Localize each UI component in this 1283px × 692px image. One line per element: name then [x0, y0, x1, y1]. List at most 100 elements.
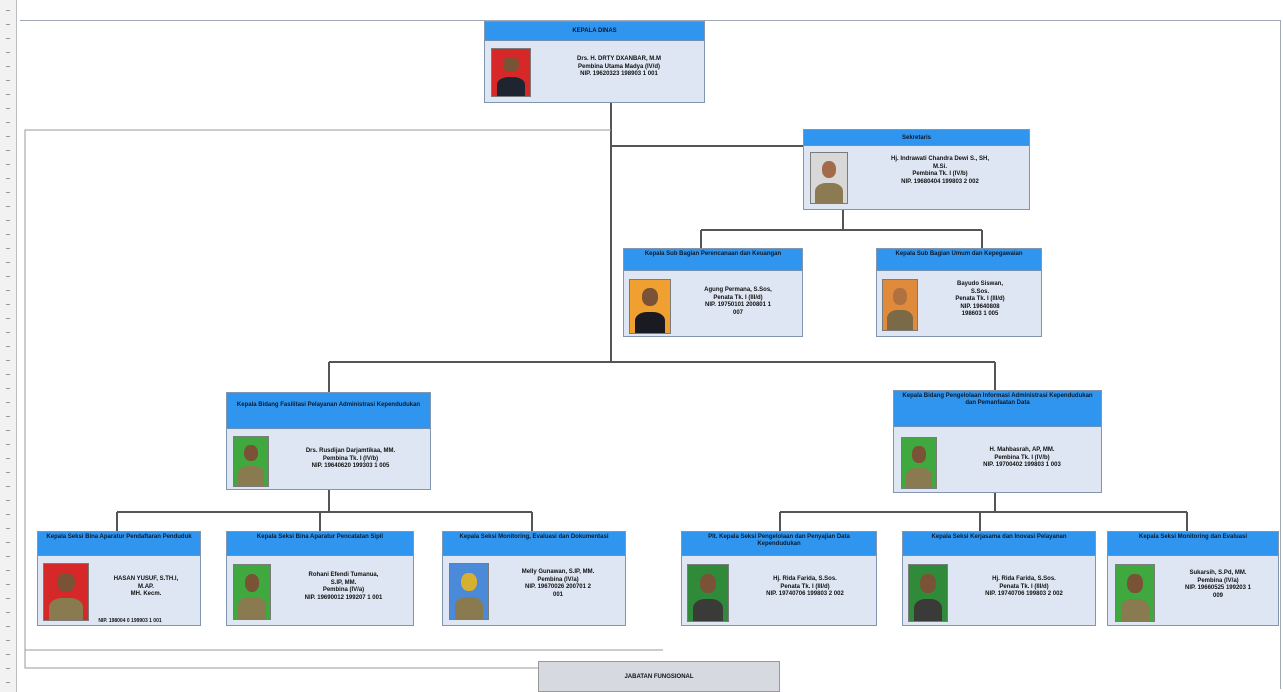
avatar	[43, 563, 89, 621]
ruler-tick	[6, 402, 10, 403]
ruler-tick	[6, 24, 10, 25]
ruler-tick	[6, 80, 10, 81]
node-title: Kepala Bidang Fasilitasi Pelayanan Admin…	[227, 393, 430, 429]
node-footer: NIP. 198004 0 199903 1 001	[98, 618, 162, 624]
node-kepala-dinas[interactable]: KEPALA DINAS Drs. H. DRTY DXANBAR, M.M P…	[484, 21, 705, 103]
ruler-tick	[6, 136, 10, 137]
ruler-tick	[6, 66, 10, 67]
ruler-tick	[6, 472, 10, 473]
ruler-tick	[6, 360, 10, 361]
avatar	[233, 436, 269, 487]
sheet-border	[20, 20, 1281, 689]
node-title: Kepala Sub Bagian Perencanaan dan Keuang…	[624, 249, 802, 271]
node-info: Hj. Indrawati Chandra Dewi S., SH, M.Si.…	[890, 156, 990, 185]
ruler-tick	[6, 10, 10, 11]
ruler-tick	[6, 668, 10, 669]
ruler-tick	[6, 388, 10, 389]
node-seksi-bina-pencatatan[interactable]: Kepala Seksi Bina Aparatur Pencatatan Si…	[226, 531, 414, 626]
ruler-tick	[6, 276, 10, 277]
ruler-tick	[6, 458, 10, 459]
node-info: Hj. Rida Farida, S.Sos. Penata Tk. I (II…	[766, 576, 844, 597]
ruler-tick	[6, 500, 10, 501]
ruler-tick	[6, 178, 10, 179]
node-info: Agung Permana, S.Sos, Penata Tk. I (III/…	[704, 287, 772, 316]
ruler-tick	[6, 556, 10, 557]
node-title: Kepala Seksi Kerjasama dan Inovasi Pelay…	[903, 532, 1095, 556]
ruler-tick	[6, 122, 10, 123]
ruler-tick	[6, 570, 10, 571]
ruler-tick	[6, 150, 10, 151]
node-seksi-bina-pendaftaran[interactable]: Kepala Seksi Bina Aparatur Pendaftaran P…	[37, 531, 201, 626]
ruler-tick	[6, 416, 10, 417]
ruler-tick	[6, 234, 10, 235]
ruler-tick	[6, 220, 10, 221]
ruler-tick	[6, 626, 10, 627]
node-seksi-kerjasama-inovasi[interactable]: Kepala Seksi Kerjasama dan Inovasi Pelay…	[902, 531, 1096, 626]
node-bidang-pengelolaan[interactable]: Kepala Bidang Pengelolaan Informasi Admi…	[893, 390, 1102, 493]
ruler-tick	[6, 514, 10, 515]
node-seksi-monitoring-evaluasi[interactable]: Kepala Seksi Monitoring dan Evaluasi Suk…	[1107, 531, 1279, 626]
ruler-tick	[6, 584, 10, 585]
node-title: Sekretaris	[804, 130, 1029, 146]
ruler-tick	[6, 374, 10, 375]
avatar	[901, 437, 937, 489]
avatar	[908, 564, 948, 622]
ruler-tick	[6, 318, 10, 319]
node-info: HASAN YUSUF, S.TH.I, M.AP. MH. Kecm.	[113, 576, 179, 597]
ruler-tick	[6, 654, 10, 655]
node-jabatan-fungsional[interactable]: JABATAN FUNGSIONAL	[538, 661, 780, 692]
node-info: Sukarsih, S.Pd, MM. Pembina (IV/a) NIP. …	[1185, 570, 1251, 599]
node-title: Kepala Bidang Pengelolaan Informasi Admi…	[894, 391, 1101, 427]
node-info: Melly Gunawan, S.IP, MM. Pembina (IV/a) …	[521, 569, 595, 598]
avatar	[687, 564, 729, 622]
node-title: KEPALA DINAS	[485, 22, 704, 41]
ruler-tick	[6, 430, 10, 431]
node-title: Plt. Kepala Seksi Pengelolaan dan Penyaj…	[682, 532, 876, 556]
ruler-tick	[6, 640, 10, 641]
node-seksi-pengelolaan-data[interactable]: Plt. Kepala Seksi Pengelolaan dan Penyaj…	[681, 531, 877, 626]
ruler-tick	[6, 682, 10, 683]
node-info: Bayudo Siswan, S.Sos. Penata Tk. I (III/…	[955, 281, 1005, 317]
node-info: Drs. H. DRTY DXANBAR, M.M Pembina Utama …	[577, 56, 661, 77]
ruler-tick	[6, 164, 10, 165]
ruler-tick	[6, 52, 10, 53]
avatar	[882, 279, 918, 331]
ruler-tick	[6, 38, 10, 39]
node-info: H. Mahbasrah, AP, MM. Pembina Tk. I (IV/…	[983, 447, 1061, 468]
node-seksi-monitoring-dokumentasi[interactable]: Kepala Seksi Monitoring, Evaluasi dan Do…	[442, 531, 626, 626]
vertical-ruler	[0, 0, 17, 692]
node-subbag-perencanaan[interactable]: Kepala Sub Bagian Perencanaan dan Keuang…	[623, 248, 803, 337]
node-bidang-fasilitasi[interactable]: Kepala Bidang Fasilitasi Pelayanan Admin…	[226, 392, 431, 490]
ruler-tick	[6, 486, 10, 487]
avatar	[449, 563, 489, 620]
node-sekretaris[interactable]: Sekretaris Hj. Indrawati Chandra Dewi S.…	[803, 129, 1030, 210]
ruler-tick	[6, 262, 10, 263]
ruler-tick	[6, 304, 10, 305]
node-title: Kepala Seksi Bina Aparatur Pendaftaran P…	[38, 532, 200, 556]
avatar	[629, 279, 671, 334]
node-info: Hj. Rida Farida, S.Sos. Penata Tk. I (II…	[985, 576, 1063, 597]
ruler-tick	[6, 598, 10, 599]
node-title: Kepala Seksi Monitoring, Evaluasi dan Do…	[443, 532, 625, 556]
node-title: Kepala Sub Bagian Umum dan Kepegawaian	[877, 249, 1041, 271]
avatar	[1115, 564, 1155, 622]
node-info: Rohani Efendi Tumanua, S.IP, MM. Pembina…	[304, 572, 383, 601]
ruler-tick	[6, 290, 10, 291]
node-info: Drs. Rusdijan Darjamtikaa, MM. Pembina T…	[305, 448, 396, 469]
ruler-tick	[6, 206, 10, 207]
avatar	[810, 152, 848, 204]
ruler-tick	[6, 346, 10, 347]
ruler-tick	[6, 612, 10, 613]
ruler-tick	[6, 528, 10, 529]
ruler-tick	[6, 108, 10, 109]
ruler-tick	[6, 332, 10, 333]
avatar	[491, 48, 531, 97]
node-title: Kepala Seksi Monitoring dan Evaluasi	[1108, 532, 1278, 556]
node-subbag-umum[interactable]: Kepala Sub Bagian Umum dan Kepegawaian B…	[876, 248, 1042, 337]
ruler-tick	[6, 542, 10, 543]
node-title: JABATAN FUNGSIONAL	[624, 674, 694, 680]
ruler-tick	[6, 248, 10, 249]
ruler-tick	[6, 192, 10, 193]
node-title: Kepala Seksi Bina Aparatur Pencatatan Si…	[227, 532, 413, 556]
ruler-tick	[6, 94, 10, 95]
